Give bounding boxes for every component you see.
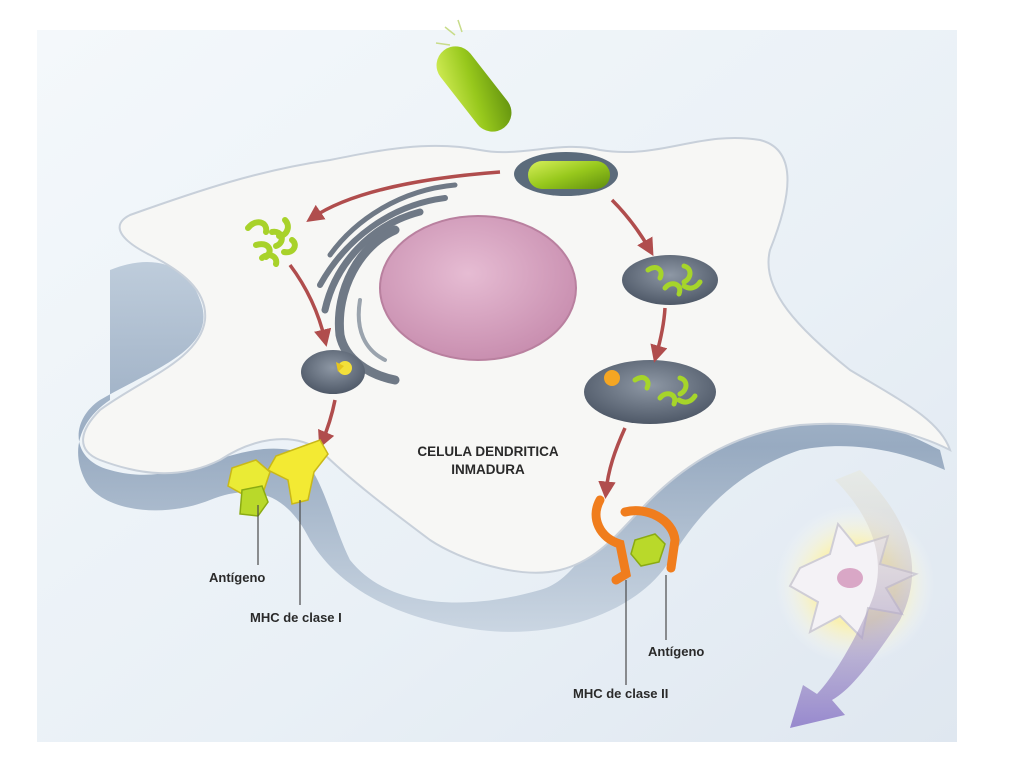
- nucleus: [379, 215, 577, 361]
- engulfed-bacterium-icon: [528, 161, 610, 189]
- mhc-class-2-complex-icon: [591, 495, 680, 585]
- phagolysosome: [584, 360, 716, 424]
- label-mhc-class-2: MHC de clase II: [573, 686, 668, 701]
- antigen-fragment-icon: [338, 361, 352, 375]
- arrow-to-phagosome: [610, 198, 654, 257]
- label-antigen-left: Antígeno: [209, 570, 265, 585]
- bacterial-fragments-icon: [645, 263, 703, 297]
- bacterium-icon: [435, 19, 512, 132]
- arrow-to-phagolysosome: [650, 307, 668, 363]
- arrow-to-membrane-mhc2: [598, 427, 627, 499]
- label-leader-lines: [257, 500, 667, 685]
- maturation-arrow: [790, 470, 913, 728]
- pathway-arrows: [288, 170, 668, 499]
- label-mhc-class-1: MHC de clase I: [250, 610, 342, 625]
- cell-title-line-1: CELULA DENDRITICA: [417, 444, 558, 459]
- arrow-to-cytosol: [306, 170, 501, 222]
- endoplasmic-reticulum: [317, 182, 458, 385]
- phagosome-1: [622, 255, 718, 305]
- antigen-fragment-icon: [604, 370, 620, 386]
- bacterial-fragments-icon: [632, 375, 698, 407]
- antigen-fragments-cytosol-icon: [245, 217, 298, 267]
- mhc-class-1-complex-icon: [227, 439, 329, 517]
- antigen-fragment-icon: [336, 362, 344, 372]
- arrow-to-membrane-mhc1: [318, 399, 337, 449]
- arrow-to-er: [288, 263, 332, 347]
- label-antigen-right: Antígeno: [648, 644, 704, 659]
- golgi-vesicle: [301, 350, 365, 394]
- cell-title-line-2: INMADURA: [451, 462, 525, 477]
- cell-membrane-underside: [78, 261, 946, 632]
- mature-cell-nucleus: [837, 568, 863, 588]
